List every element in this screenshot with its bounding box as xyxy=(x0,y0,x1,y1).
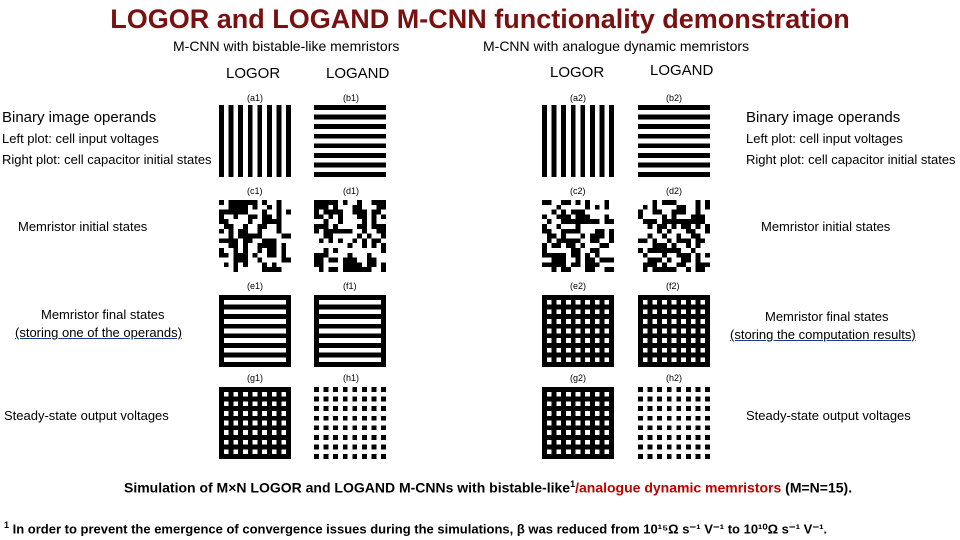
plot-b2-horizontal-stripes xyxy=(638,105,710,177)
panel-tag-g2: (g2) xyxy=(570,373,587,383)
panel-tag-f1: (f1) xyxy=(343,281,357,291)
right-section-heading: M-CNN with analogue dynamic memristors xyxy=(483,38,750,54)
panel-tag-a2: (a2) xyxy=(570,93,587,103)
plot-e1-final-states xyxy=(219,295,291,367)
caption-part2: /analogue dynamic memristors xyxy=(575,479,782,496)
plot-d1-random-states xyxy=(314,200,386,272)
plot-c2-random-states xyxy=(542,200,614,272)
panel-tag-d1: (d1) xyxy=(343,186,360,196)
right-col-logor: LOGOR xyxy=(550,64,605,81)
right-label-final: Memristor final states xyxy=(765,309,889,324)
panel-tag-d2: (d2) xyxy=(666,186,683,196)
right-col-logand: LOGAND xyxy=(650,62,714,79)
plot-g2-output-grid xyxy=(542,387,614,459)
plot-c1-random-states xyxy=(219,200,291,272)
plot-a1-vertical-stripes xyxy=(219,105,291,177)
panel-tag-f2: (f2) xyxy=(666,281,680,291)
left-label-steady: Steady-state output voltages xyxy=(4,408,169,423)
panel-tag-c1: (c1) xyxy=(247,186,263,196)
panel-tag-b1: (b1) xyxy=(343,93,360,103)
plot-f1-final-states xyxy=(314,295,386,367)
slide-title: LOGOR and LOGAND M-CNN functionality dem… xyxy=(110,4,850,34)
plot-d2-random-states xyxy=(638,200,710,272)
right-label-initial: Memristor initial states xyxy=(761,219,891,234)
plot-f2-final-states xyxy=(638,295,710,367)
footnote: 1 In order to prevent the emergence of c… xyxy=(4,520,827,537)
plot-h1-output-dots xyxy=(314,387,386,459)
right-label-final-note: (storing the computation results) xyxy=(730,327,916,342)
left-label-final-note: (storing one of the operands) xyxy=(15,325,182,340)
right-label-binary: Binary image operands xyxy=(746,109,901,126)
plot-e2-final-states xyxy=(542,295,614,367)
plot-h2-output-dots xyxy=(638,387,710,459)
right-label-left-plot: Left plot: cell input voltages xyxy=(746,131,903,146)
caption-part3: (M=N=15). xyxy=(781,479,853,496)
panel-tag-b2: (b2) xyxy=(666,93,683,103)
left-col-logand: LOGAND xyxy=(326,65,390,82)
caption-part1: Simulation of M×N LOGOR and LOGAND M-CNN… xyxy=(124,479,571,496)
left-label-right-plot: Right plot: cell capacitor initial state… xyxy=(2,152,212,167)
panel-tag-h2: (h2) xyxy=(666,373,683,383)
figure-caption: Simulation of M×N LOGOR and LOGAND M-CNN… xyxy=(124,479,852,496)
panel-tag-h1: (h1) xyxy=(343,373,360,383)
left-label-final: Memristor final states xyxy=(41,307,165,322)
panel-tag-a1: (a1) xyxy=(247,93,264,103)
footnote-sup: 1 xyxy=(4,520,10,530)
panel-tag-g1: (g1) xyxy=(247,373,264,383)
plot-b1-horizontal-stripes xyxy=(314,105,386,177)
panel-tag-e2: (e2) xyxy=(570,281,587,291)
panel-tag-e1: (e1) xyxy=(247,281,264,291)
caption-sup: 1 xyxy=(570,479,576,489)
plot-a2-vertical-stripes xyxy=(542,105,614,177)
footnote-text: In order to prevent the emergence of con… xyxy=(9,521,828,537)
left-label-binary: Binary image operands xyxy=(2,109,157,126)
left-label-initial: Memristor initial states xyxy=(18,219,148,234)
right-label-steady: Steady-state output voltages xyxy=(746,408,911,423)
left-section-heading: M-CNN with bistable-like memristors xyxy=(173,38,400,54)
left-col-logor: LOGOR xyxy=(226,65,281,82)
plot-g1-output-grid xyxy=(219,387,291,459)
right-label-right-plot: Right plot: cell capacitor initial state… xyxy=(746,152,956,167)
left-label-left-plot: Left plot: cell input voltages xyxy=(2,131,159,146)
panel-tag-c2: (c2) xyxy=(570,186,586,196)
